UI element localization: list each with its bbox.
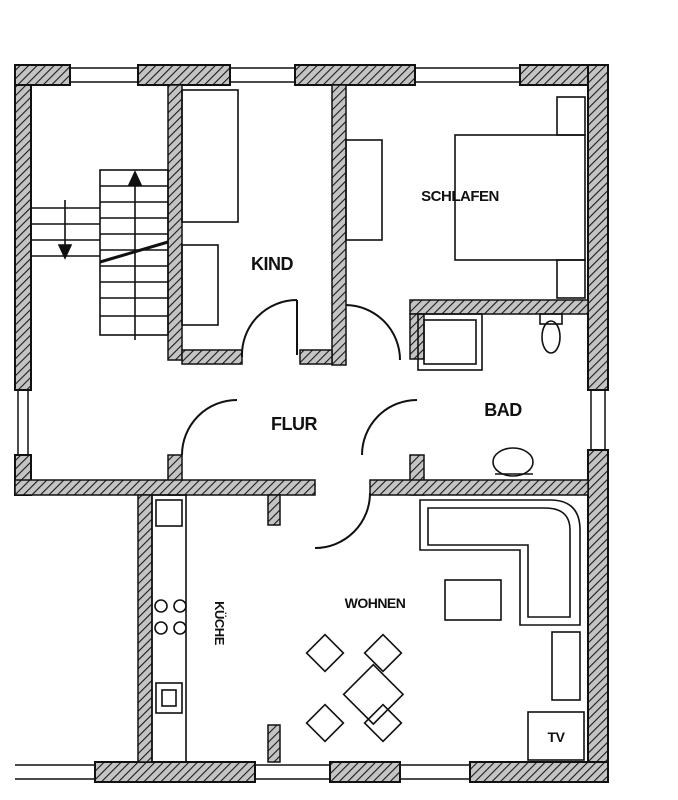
wohnen-furniture bbox=[305, 499, 585, 761]
interior-walls bbox=[14, 84, 589, 763]
kueche-furniture bbox=[151, 494, 187, 763]
door-swings bbox=[181, 299, 418, 549]
schlafen-furniture bbox=[345, 96, 586, 299]
bad-fixtures bbox=[417, 313, 563, 477]
kind-furniture bbox=[181, 89, 239, 326]
staircase bbox=[31, 169, 169, 340]
room-label-schlafen: SCHLAFEN bbox=[421, 188, 499, 205]
room-label-wohnen: WOHNEN bbox=[345, 595, 406, 611]
windows bbox=[15, 67, 606, 780]
room-label-bad: BAD bbox=[484, 400, 522, 420]
tv-label: TV bbox=[548, 729, 566, 745]
room-label-flur: FLUR bbox=[271, 414, 317, 434]
room-label-kind: KIND bbox=[251, 254, 293, 274]
room-label-kueche: KÜCHE bbox=[212, 601, 227, 646]
